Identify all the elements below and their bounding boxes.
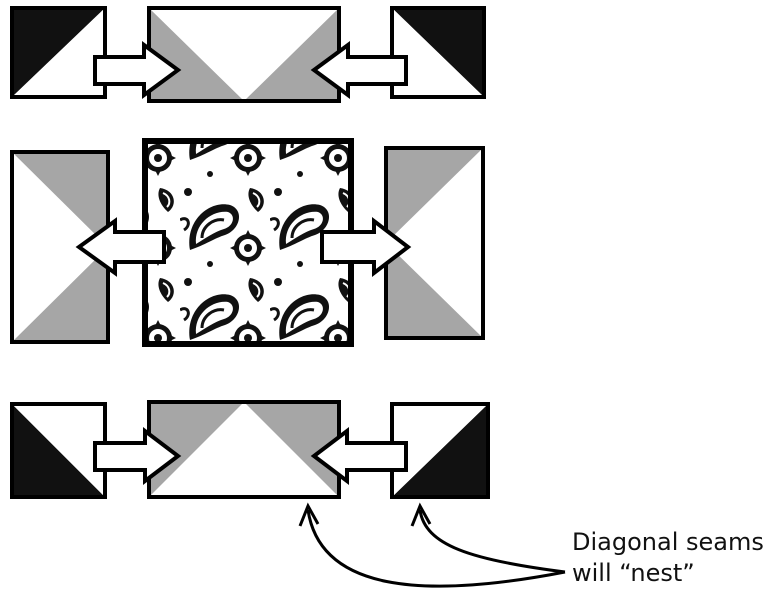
block-arrow-icon <box>310 426 408 486</box>
block-arrow-icon <box>320 216 412 278</box>
curved-arrow-icon <box>306 509 566 588</box>
annotation-line-1: Diagonal seams <box>572 528 764 556</box>
hst-bottom-right <box>390 402 490 499</box>
flying-geese-bottom <box>147 400 341 499</box>
center-fabric-square <box>142 138 354 347</box>
block-arrow-icon <box>93 41 182 99</box>
block-arrow-icon <box>310 41 408 99</box>
row-top <box>10 6 486 103</box>
hst-top-right <box>390 6 486 99</box>
block-arrow-icon <box>93 426 182 486</box>
hst-bottom-left <box>10 402 107 499</box>
row-bottom <box>10 400 490 499</box>
annotation-line-2: will “nest” <box>572 559 695 587</box>
curved-arrow-icon <box>418 509 566 574</box>
block-arrow-icon <box>75 217 166 277</box>
row-middle <box>10 138 485 347</box>
flying-geese-top <box>147 6 341 103</box>
hst-top-left <box>10 6 107 99</box>
nest-pointer-arrows <box>298 502 566 588</box>
